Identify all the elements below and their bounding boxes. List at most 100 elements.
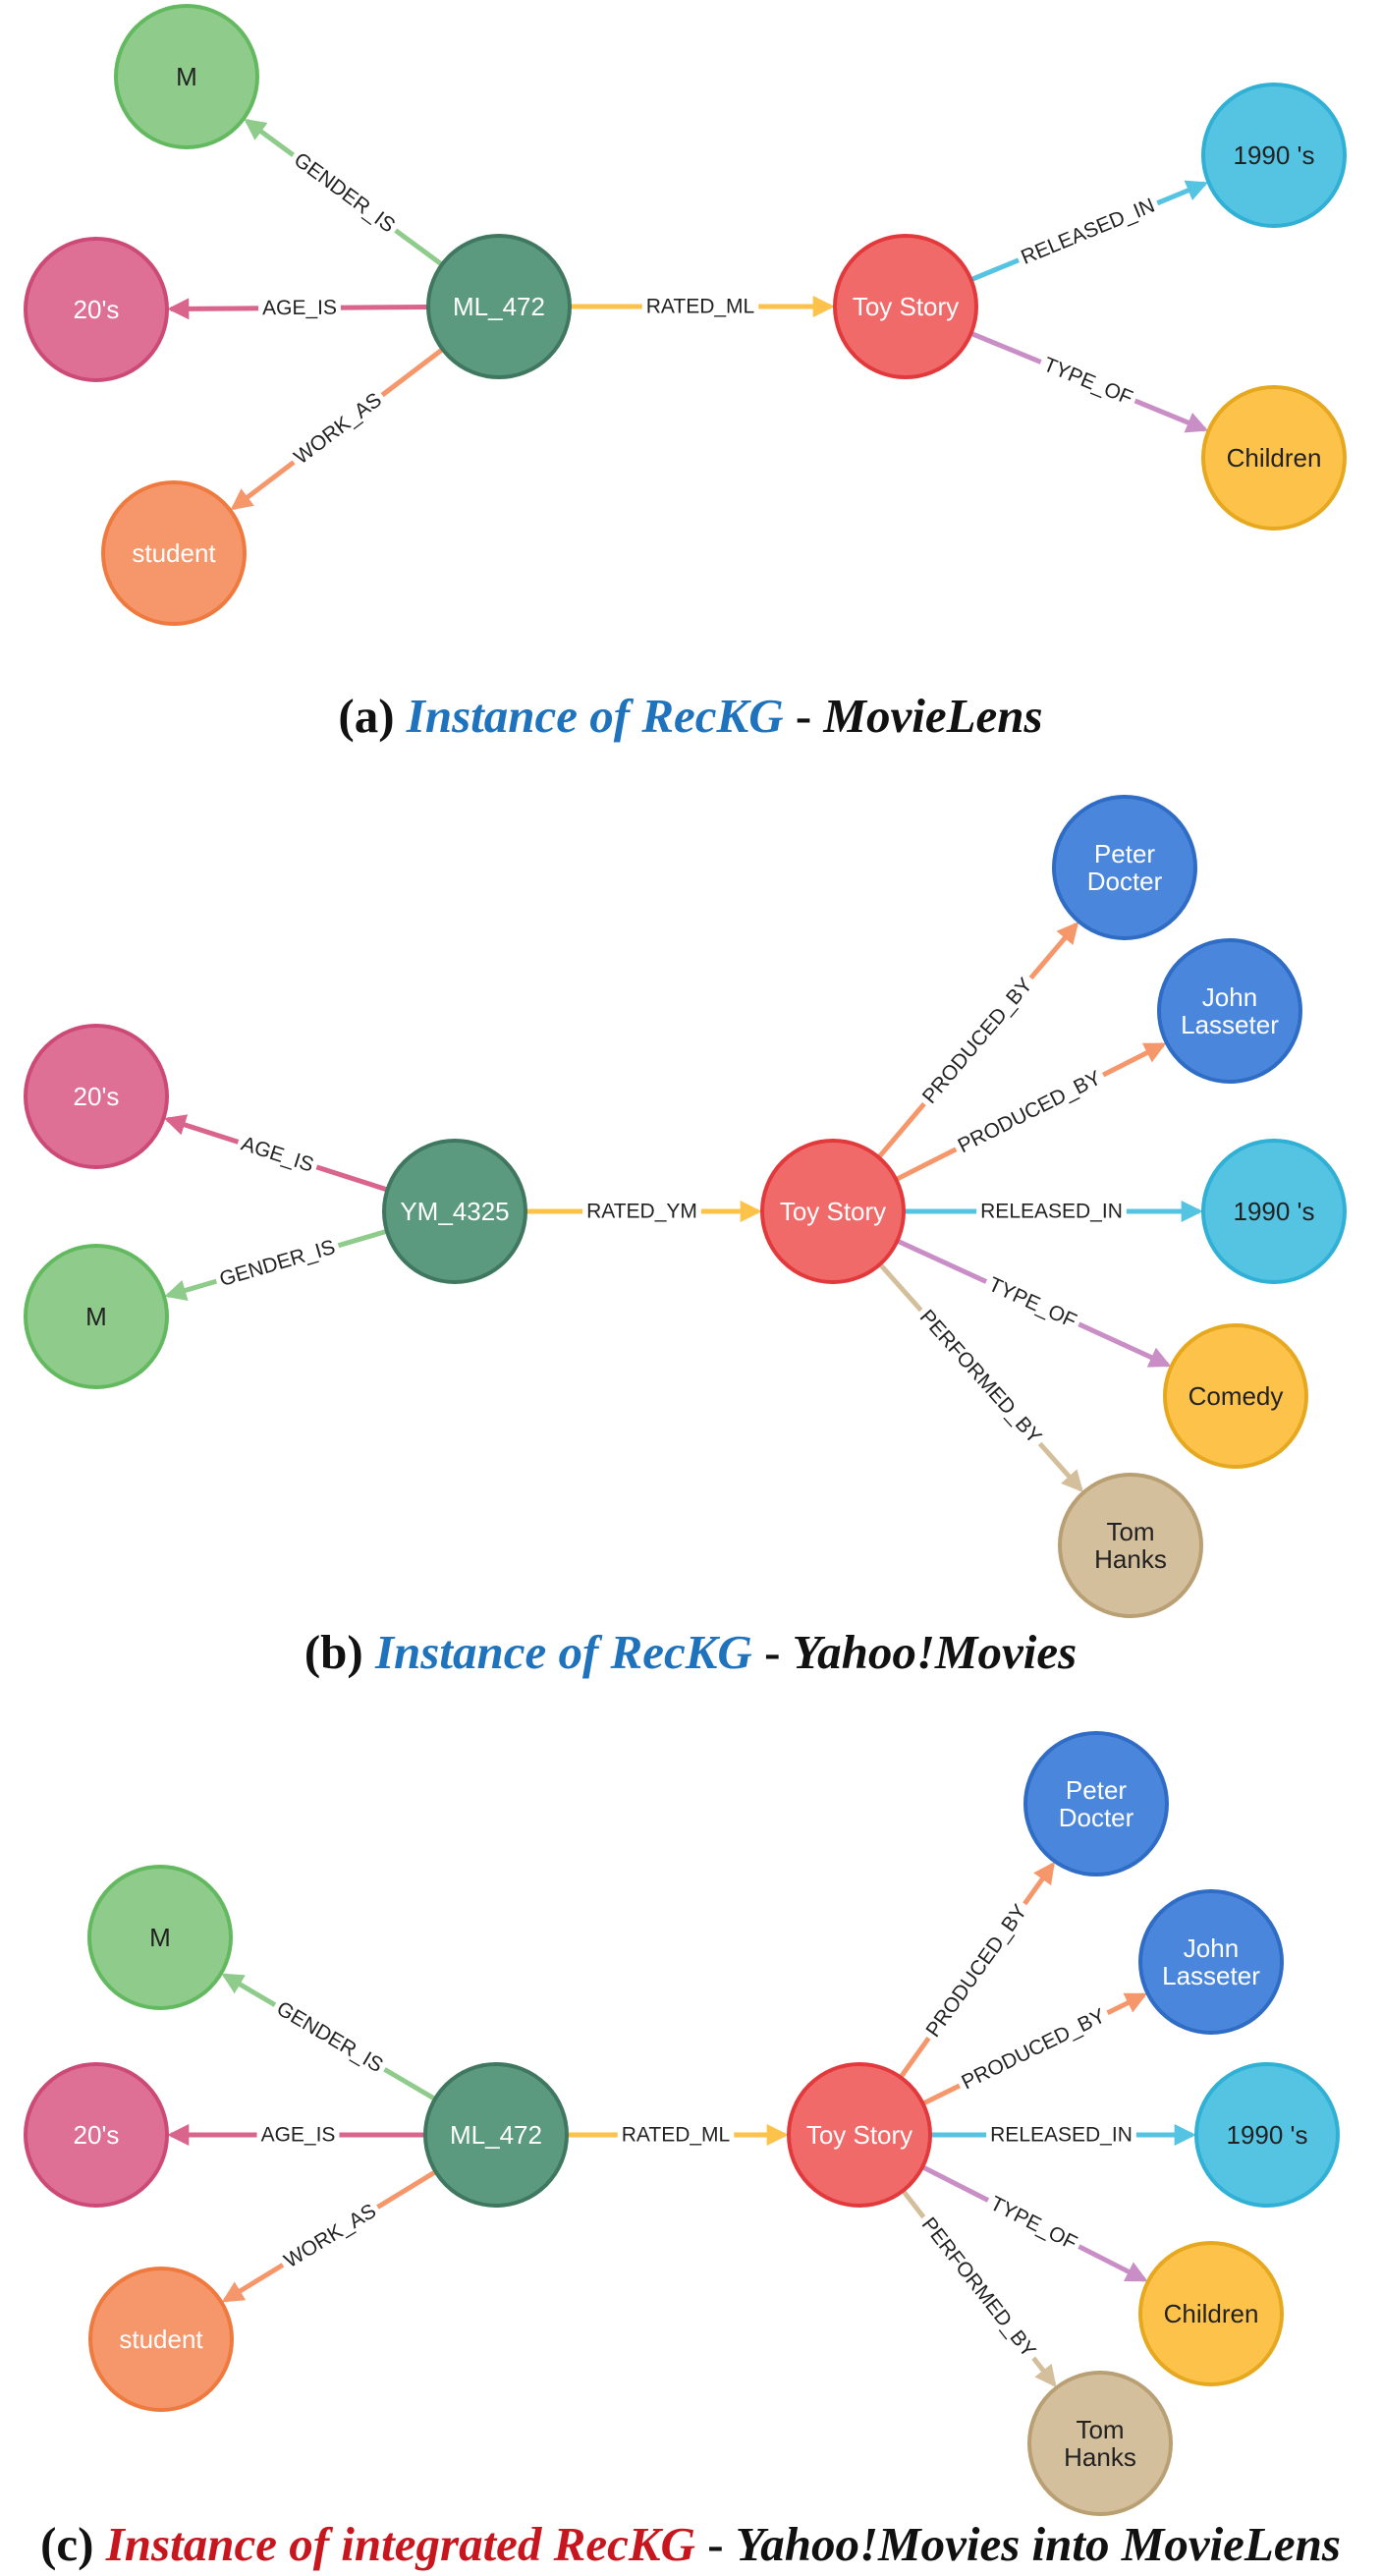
- node-work: student: [88, 2267, 234, 2412]
- svg-text:RATED_ML: RATED_ML: [646, 296, 754, 318]
- caption-prefix: (c): [40, 2517, 106, 2571]
- edge-label: TYPE_OF: [982, 2189, 1085, 2259]
- node-circle: [426, 234, 572, 379]
- edge-age-is: AGE_IS: [167, 295, 429, 321]
- node-user: ML_472: [423, 2062, 569, 2208]
- edge-label: AGE_IS: [256, 2122, 340, 2148]
- svg-text:AGE_IS: AGE_IS: [262, 297, 337, 320]
- node-circle: [1023, 1731, 1169, 1876]
- svg-text:RELEASED_IN: RELEASED_IN: [980, 1201, 1123, 1223]
- node-gender: M: [114, 4, 259, 149]
- captions-layer: (a) Instance of RecKG - MovieLens (b) Ins…: [40, 689, 1341, 2571]
- node-user: YM_4325: [382, 1139, 527, 1284]
- svg-text:GENDER_IS: GENDER_IS: [290, 148, 399, 237]
- node-label: 1990 's: [1233, 1197, 1314, 1226]
- node-age: 20's: [24, 2062, 169, 2208]
- node-movie: Toy Story: [833, 234, 978, 379]
- edge-label: RELEASED_IN: [1014, 191, 1163, 272]
- svg-text:RELEASED_IN: RELEASED_IN: [990, 2124, 1133, 2147]
- node-circle: [382, 1139, 527, 1284]
- svg-text:PERFORMED_BY: PERFORMED_BY: [917, 2213, 1040, 2362]
- edge-label: RATED_ML: [641, 294, 759, 319]
- node-genre: Children: [1138, 2241, 1284, 2386]
- edge-type-of: TYPE_OF: [969, 331, 1209, 433]
- svg-text:PRODUCED_BY: PRODUCED_BY: [918, 974, 1037, 1108]
- edge-label: WORK_AS: [286, 384, 390, 473]
- edge-label: RATED_ML: [617, 2122, 735, 2148]
- edge-produced-by: PRODUCED_BY: [895, 1042, 1167, 1182]
- node-circle: [114, 4, 259, 149]
- node-genre: Children: [1201, 385, 1347, 531]
- svg-text:RATED_YM: RATED_YM: [586, 1201, 697, 1223]
- node-label: Comedy: [1189, 1381, 1284, 1411]
- svg-text:PRODUCED_BY: PRODUCED_BY: [921, 1900, 1031, 2041]
- edge-work-as: WORK_AS: [230, 347, 445, 511]
- node-label: student: [132, 538, 216, 568]
- caption-suffix: Yahoo!Movies into MovieLens: [736, 2517, 1341, 2571]
- svg-text:PRODUCED_BY: PRODUCED_BY: [955, 1067, 1105, 1158]
- node-circle: [833, 234, 978, 379]
- node-user: ML_472: [426, 234, 572, 379]
- node-label: M: [85, 1302, 107, 1331]
- edge-label: PRODUCED_BY: [913, 970, 1041, 1112]
- node-circle: [24, 2062, 169, 2208]
- node-circle: [24, 1244, 169, 1389]
- edge-label: AGE_IS: [234, 1129, 321, 1180]
- svg-text:TYPE_OF: TYPE_OF: [986, 2192, 1080, 2255]
- edge-label: PERFORMED_BY: [911, 1301, 1050, 1453]
- node-circle: [1052, 795, 1197, 940]
- caption-dash: -: [784, 689, 824, 743]
- node-label: ML_472: [453, 292, 545, 321]
- node-year: 1990 's: [1194, 2062, 1340, 2208]
- node-label: 1990 's: [1226, 2120, 1307, 2150]
- node-gender: M: [87, 1865, 233, 2010]
- edge-label: PRODUCED_BY: [950, 1063, 1110, 1161]
- caption-highlight: Instance of RecKG: [374, 1625, 752, 1679]
- edge-label: WORK_AS: [276, 2196, 385, 2276]
- node-year: 1990 's: [1201, 1139, 1347, 1284]
- node-movie: Toy Story: [760, 1139, 906, 1284]
- node-circle: [1163, 1323, 1308, 1469]
- node-label: Children: [1164, 2299, 1259, 2328]
- node-genre: Comedy: [1163, 1323, 1308, 1469]
- caption-highlight: Instance of integrated RecKG: [105, 2517, 695, 2571]
- edge-rated-ml: RATED_ML: [567, 2122, 789, 2148]
- edge-age-is: AGE_IS: [167, 2122, 425, 2148]
- caption-c: (c) Instance of integrated RecKG - Yahoo…: [40, 2517, 1341, 2571]
- svg-text:GENDER_IS: GENDER_IS: [273, 1997, 387, 2077]
- edge-produced-by: PRODUCED_BY: [876, 922, 1079, 1159]
- edge-label: RELEASED_IN: [986, 2122, 1136, 2148]
- node-circle: [1194, 2062, 1340, 2208]
- node-label: Toy Story: [806, 2120, 912, 2150]
- svg-text:RATED_ML: RATED_ML: [622, 2124, 730, 2147]
- caption-a: (a) Instance of RecKG - MovieLens: [338, 689, 1042, 743]
- edge-gender-is: GENDER_IS: [244, 118, 444, 267]
- svg-text:WORK_AS: WORK_AS: [280, 2200, 380, 2272]
- edges-layer: GENDER_IS AGE_IS WORK_AS RATED_ML RELEASED_I…: [163, 118, 1209, 2387]
- edge-label: GENDER_IS: [285, 144, 404, 241]
- edge-released-in: RELEASED_IN: [969, 180, 1209, 282]
- node-label: 20's: [74, 2120, 120, 2150]
- node-circle: [88, 2267, 234, 2412]
- edge-label: TYPE_OF: [1035, 350, 1140, 413]
- node-circle: [24, 237, 169, 382]
- node-movie: Toy Story: [787, 2062, 932, 2208]
- node-circle: [1138, 2241, 1284, 2386]
- edge-gender-is: GENDER_IS: [164, 1228, 388, 1302]
- caption-b: (b) Instance of RecKG - Yahoo!Movies: [304, 1625, 1077, 1679]
- node-circle: [423, 2062, 569, 2208]
- node-circle: [101, 480, 247, 626]
- caption-dash: -: [752, 1625, 793, 1679]
- node-label: M: [149, 1923, 171, 1952]
- caption-suffix: MovieLens: [822, 689, 1042, 743]
- svg-text:TYPE_OF: TYPE_OF: [985, 1273, 1080, 1333]
